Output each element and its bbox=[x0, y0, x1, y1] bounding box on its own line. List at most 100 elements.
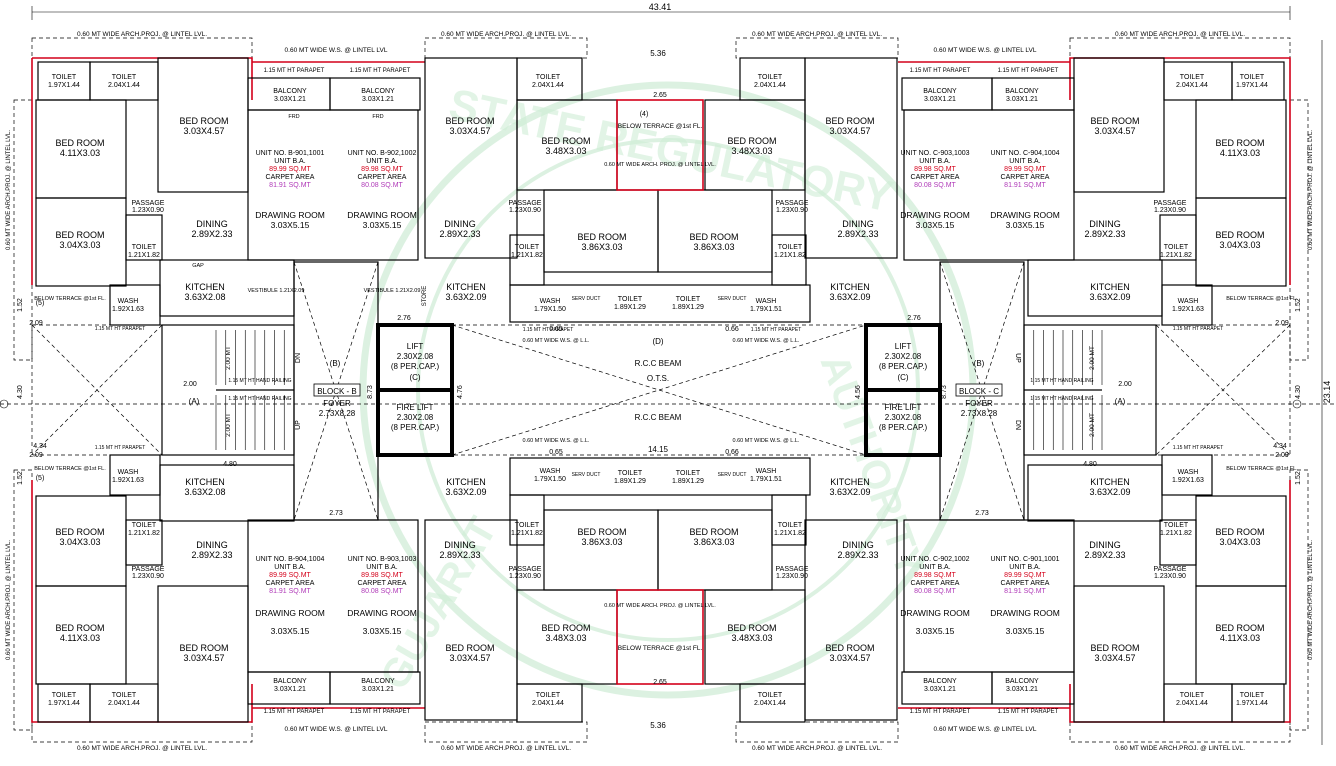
side-dim: 2.09 bbox=[1275, 452, 1289, 459]
kitchen-label: KITCHEN bbox=[1090, 477, 1130, 487]
stair-dn: DN bbox=[295, 353, 302, 363]
drawing-room-label: DRAWING ROOM bbox=[990, 608, 1060, 618]
carpet-area-value: 80.08 SQ.MT bbox=[361, 588, 403, 595]
foyer-dim: 2.73 bbox=[329, 510, 343, 517]
unit-area: 89.99 SQ.MT bbox=[1004, 572, 1046, 579]
bedroom-size: 3.03X4.57 bbox=[183, 653, 224, 663]
label-b: (B) bbox=[974, 359, 985, 368]
drawing-room-label: DRAWING ROOM bbox=[255, 608, 325, 618]
bedroom-size: 3.03X4.57 bbox=[829, 126, 870, 136]
unit-area: 89.98 SQ.MT bbox=[361, 166, 403, 173]
toilet-size: 1.21X1.82 bbox=[774, 252, 806, 259]
toilet-size: 2.04X1.44 bbox=[532, 82, 564, 89]
arch-top-mid-left: 0.60 MT WIDE ARCH.PROJ. @ LINTEL LVL. bbox=[441, 31, 571, 38]
toilet-size: 2.04X1.44 bbox=[1176, 82, 1208, 89]
stair-up: UP bbox=[1014, 353, 1021, 363]
arch-bottom-mid-left: 0.60 MT WIDE ARCH.PROJ. @ LINTEL LVL. bbox=[441, 745, 571, 752]
gap-label: GAP bbox=[192, 263, 204, 269]
unit-type: UNIT B.A. bbox=[1009, 158, 1040, 165]
side-arch-right-bottom: 0.60 MT WIDE ARCH.PROJ. @ LINTEL LVL. bbox=[1308, 540, 1314, 660]
foyer-label: FOYER bbox=[965, 399, 993, 408]
passage-label: PASSAGE bbox=[1154, 200, 1187, 207]
small-dim: 2.76 bbox=[397, 315, 411, 322]
unit-type: UNIT B.A. bbox=[274, 158, 305, 165]
bedroom-size: 3.03X4.57 bbox=[829, 653, 870, 663]
wash-size: 1.92X1.63 bbox=[112, 477, 144, 484]
kitchen-size: 3.63X2.09 bbox=[445, 292, 486, 302]
lift-height-dim: 4.76 bbox=[457, 385, 464, 399]
carpet-area-value: 81.91 SQ.MT bbox=[269, 588, 311, 595]
ots-dim: 0.65 bbox=[549, 449, 563, 456]
balcony-label: BALCONY bbox=[273, 678, 307, 685]
kitchen-label: KITCHEN bbox=[830, 477, 870, 487]
carpet-area-value: 80.08 SQ.MT bbox=[914, 588, 956, 595]
carpet-area-label: CARPET AREA bbox=[358, 580, 407, 587]
passage-label: PASSAGE bbox=[1154, 566, 1187, 573]
fire-lift-size: 2.30X2.08 bbox=[397, 413, 434, 422]
foyer-size: 2.73X8.28 bbox=[961, 409, 998, 418]
toilet-size: 1.89X1.29 bbox=[672, 478, 704, 485]
watermark-bottom-text: GUJARAT bbox=[372, 510, 505, 697]
bedroom-label: BED ROOM bbox=[541, 136, 590, 146]
stair-depth-dim: 4.80 bbox=[1083, 461, 1097, 468]
unit-type: UNIT B.A. bbox=[366, 564, 397, 571]
unit-no: UNIT NO. B-903,1003 bbox=[348, 556, 417, 563]
stair-width-dim: 2.00 bbox=[183, 381, 197, 388]
unit-type: UNIT B.A. bbox=[919, 564, 950, 571]
toilet-label: TOILET bbox=[52, 692, 77, 699]
ots-dim2: 0.66 bbox=[725, 326, 739, 333]
bedroom-size: 3.03X4.57 bbox=[1094, 653, 1135, 663]
label-5: (5) bbox=[36, 300, 45, 307]
carpet-area-label: CARPET AREA bbox=[266, 174, 315, 181]
vestibule-label: VESTIBULE 1.21X2.09 bbox=[364, 288, 421, 294]
toilet-size: 1.21X1.82 bbox=[1160, 252, 1192, 259]
bedroom-label: BED ROOM bbox=[825, 116, 874, 126]
bedroom-label: BED ROOM bbox=[1215, 527, 1264, 537]
side-dim3: 1.52 bbox=[17, 298, 24, 312]
side-dim2: 4.34 bbox=[1273, 443, 1287, 450]
side-dim: 2.09 bbox=[1275, 320, 1289, 327]
toilet-size: 2.04X1.44 bbox=[532, 700, 564, 707]
lift-height-dim2: 4.56 bbox=[855, 385, 862, 399]
toilet-label: TOILET bbox=[1240, 74, 1265, 81]
unit-no: UNIT NO. C-904,1004 bbox=[990, 150, 1059, 157]
passage-label: PASSAGE bbox=[132, 566, 165, 573]
arch-bottom-right: 0.60 MT WIDE ARCH.PROJ. @ LINTEL LVL. bbox=[1115, 745, 1245, 752]
dining-label: DINING bbox=[444, 219, 476, 229]
toilet-label: TOILET bbox=[778, 522, 803, 529]
bedroom-label: BED ROOM bbox=[1090, 643, 1139, 653]
overall-width-label: 43.41 bbox=[649, 2, 672, 12]
parapet-bottom-right-2: 1.15 MT HT PARAPET bbox=[998, 709, 1059, 715]
unit-area: 89.98 SQ.MT bbox=[361, 572, 403, 579]
room-labels: TOILET 1.97X1.44 TOILET 2.04X1.44 BED RO… bbox=[48, 49, 1268, 730]
bedroom-label: BED ROOM bbox=[55, 138, 104, 148]
label-d: (D) bbox=[652, 337, 663, 346]
arch-bottom-left: 0.60 MT WIDE ARCH.PROJ. @ LINTEL LVL. bbox=[77, 745, 207, 752]
stair-up: UP bbox=[295, 420, 302, 430]
foyer-dim: 2.73 bbox=[975, 510, 989, 517]
drawing-room-label: DRAWING ROOM bbox=[990, 210, 1060, 220]
passage-size: 1.23X0.90 bbox=[509, 207, 541, 214]
bedroom-label: BED ROOM bbox=[577, 527, 626, 537]
parapet-side: 1.15 MT HT PARAPET bbox=[1173, 445, 1224, 451]
kitchen-size: 3.63X2.09 bbox=[829, 487, 870, 497]
wash-label: WASH bbox=[540, 298, 561, 305]
carpet-area-label: CARPET AREA bbox=[266, 580, 315, 587]
carpet-area-value: 81.91 SQ.MT bbox=[1004, 182, 1046, 189]
passage-dim: 5.36 bbox=[650, 49, 666, 58]
dining-size: 2.89X2.33 bbox=[837, 229, 878, 239]
bedroom-size: 4.11X3.03 bbox=[60, 633, 100, 643]
bedroom-label: BED ROOM bbox=[445, 643, 494, 653]
kitchen-size: 3.63X2.08 bbox=[184, 292, 225, 302]
toilet-size: 1.21X1.82 bbox=[1160, 530, 1192, 537]
toilet-size: 1.97X1.44 bbox=[48, 82, 80, 89]
overall-depth-label: 23.14 bbox=[1322, 381, 1332, 404]
unit-area: 89.98 SQ.MT bbox=[914, 572, 956, 579]
stair-label-a: (A) bbox=[189, 397, 200, 406]
below-terrace-label: BELOW TERRACE @1st FL. bbox=[618, 123, 703, 130]
passage-size: 1.23X0.90 bbox=[132, 207, 164, 214]
toilet-size: 2.04X1.44 bbox=[754, 82, 786, 89]
passage-label: PASSAGE bbox=[776, 566, 809, 573]
unit-type: UNIT B.A. bbox=[274, 564, 305, 571]
arch-projections: 0.60 MT WIDE ARCH.PROJ. @ LINTEL LVL. 0.… bbox=[6, 31, 1314, 752]
